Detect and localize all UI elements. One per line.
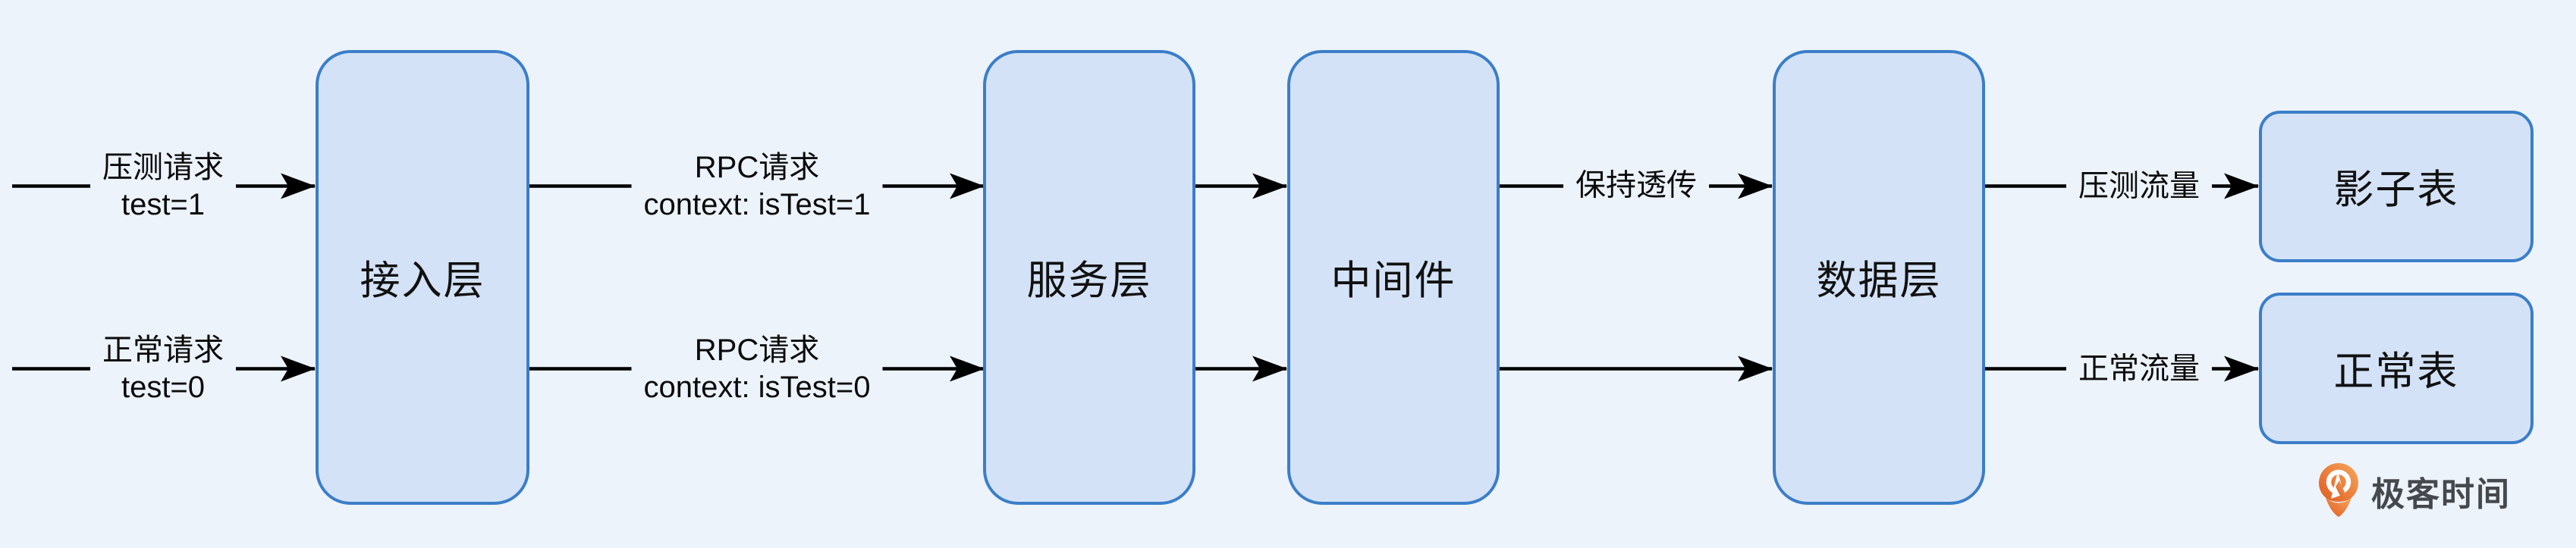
edge-label-pressure-request-line2: test=1 [121,188,206,221]
layer-label-service: 服务层 [1026,258,1152,303]
edge-label-rpc-test0-line1: RPC请求 [694,333,820,368]
layer-box-data: 数据层 [1773,50,1985,505]
edge-label-pressure-traffic-text: 压测流量 [2078,169,2200,203]
edge-label-passthrough-text: 保持透传 [1575,168,1697,202]
table-label-normal: 正常表 [2333,349,2459,394]
edge-label-rpc-test1-line2: context: isTest=1 [643,188,871,221]
layer-label-middleware: 中间件 [1330,258,1456,303]
edge-label-pressure-traffic: 压测流量 [2066,164,2212,208]
edge-label-pressure-request-line1: 压测请求 [102,151,224,185]
layer-label-access: 接入层 [360,258,485,303]
edge-label-rpc-test1: RPC请求 context: isTest=1 [631,146,883,227]
layer-box-middleware: 中间件 [1287,50,1500,505]
edge-label-rpc-test1-line1: RPC请求 [694,151,820,185]
edge-label-pressure-request: 压测请求 test=1 [90,146,236,227]
edge-label-rpc-test0: RPC请求 context: isTest=0 [631,329,883,409]
edge-label-normal-request-line2: test=0 [121,371,206,404]
geektime-logo-text: 极客时间 [2371,476,2511,513]
layer-box-access: 接入层 [316,50,529,505]
geektime-logo: 极客时间 [2317,462,2511,520]
edge-label-rpc-test0-line2: context: isTest=0 [643,371,871,404]
edge-label-normal-request: 正常请求 test=0 [90,329,236,409]
layer-box-service: 服务层 [983,50,1195,505]
edge-label-normal-traffic: 正常流量 [2066,347,2212,391]
table-label-shadow: 影子表 [2333,168,2459,212]
table-box-shadow: 影子表 [2259,111,2534,262]
edge-label-normal-traffic-text: 正常流量 [2078,352,2200,386]
edge-label-normal-request-line1: 正常请求 [102,333,224,368]
layer-label-data: 数据层 [1816,258,1942,303]
geektime-pin-icon [2319,463,2358,517]
edge-label-passthrough: 保持透传 [1563,164,1709,208]
table-box-normal: 正常表 [2259,293,2534,444]
